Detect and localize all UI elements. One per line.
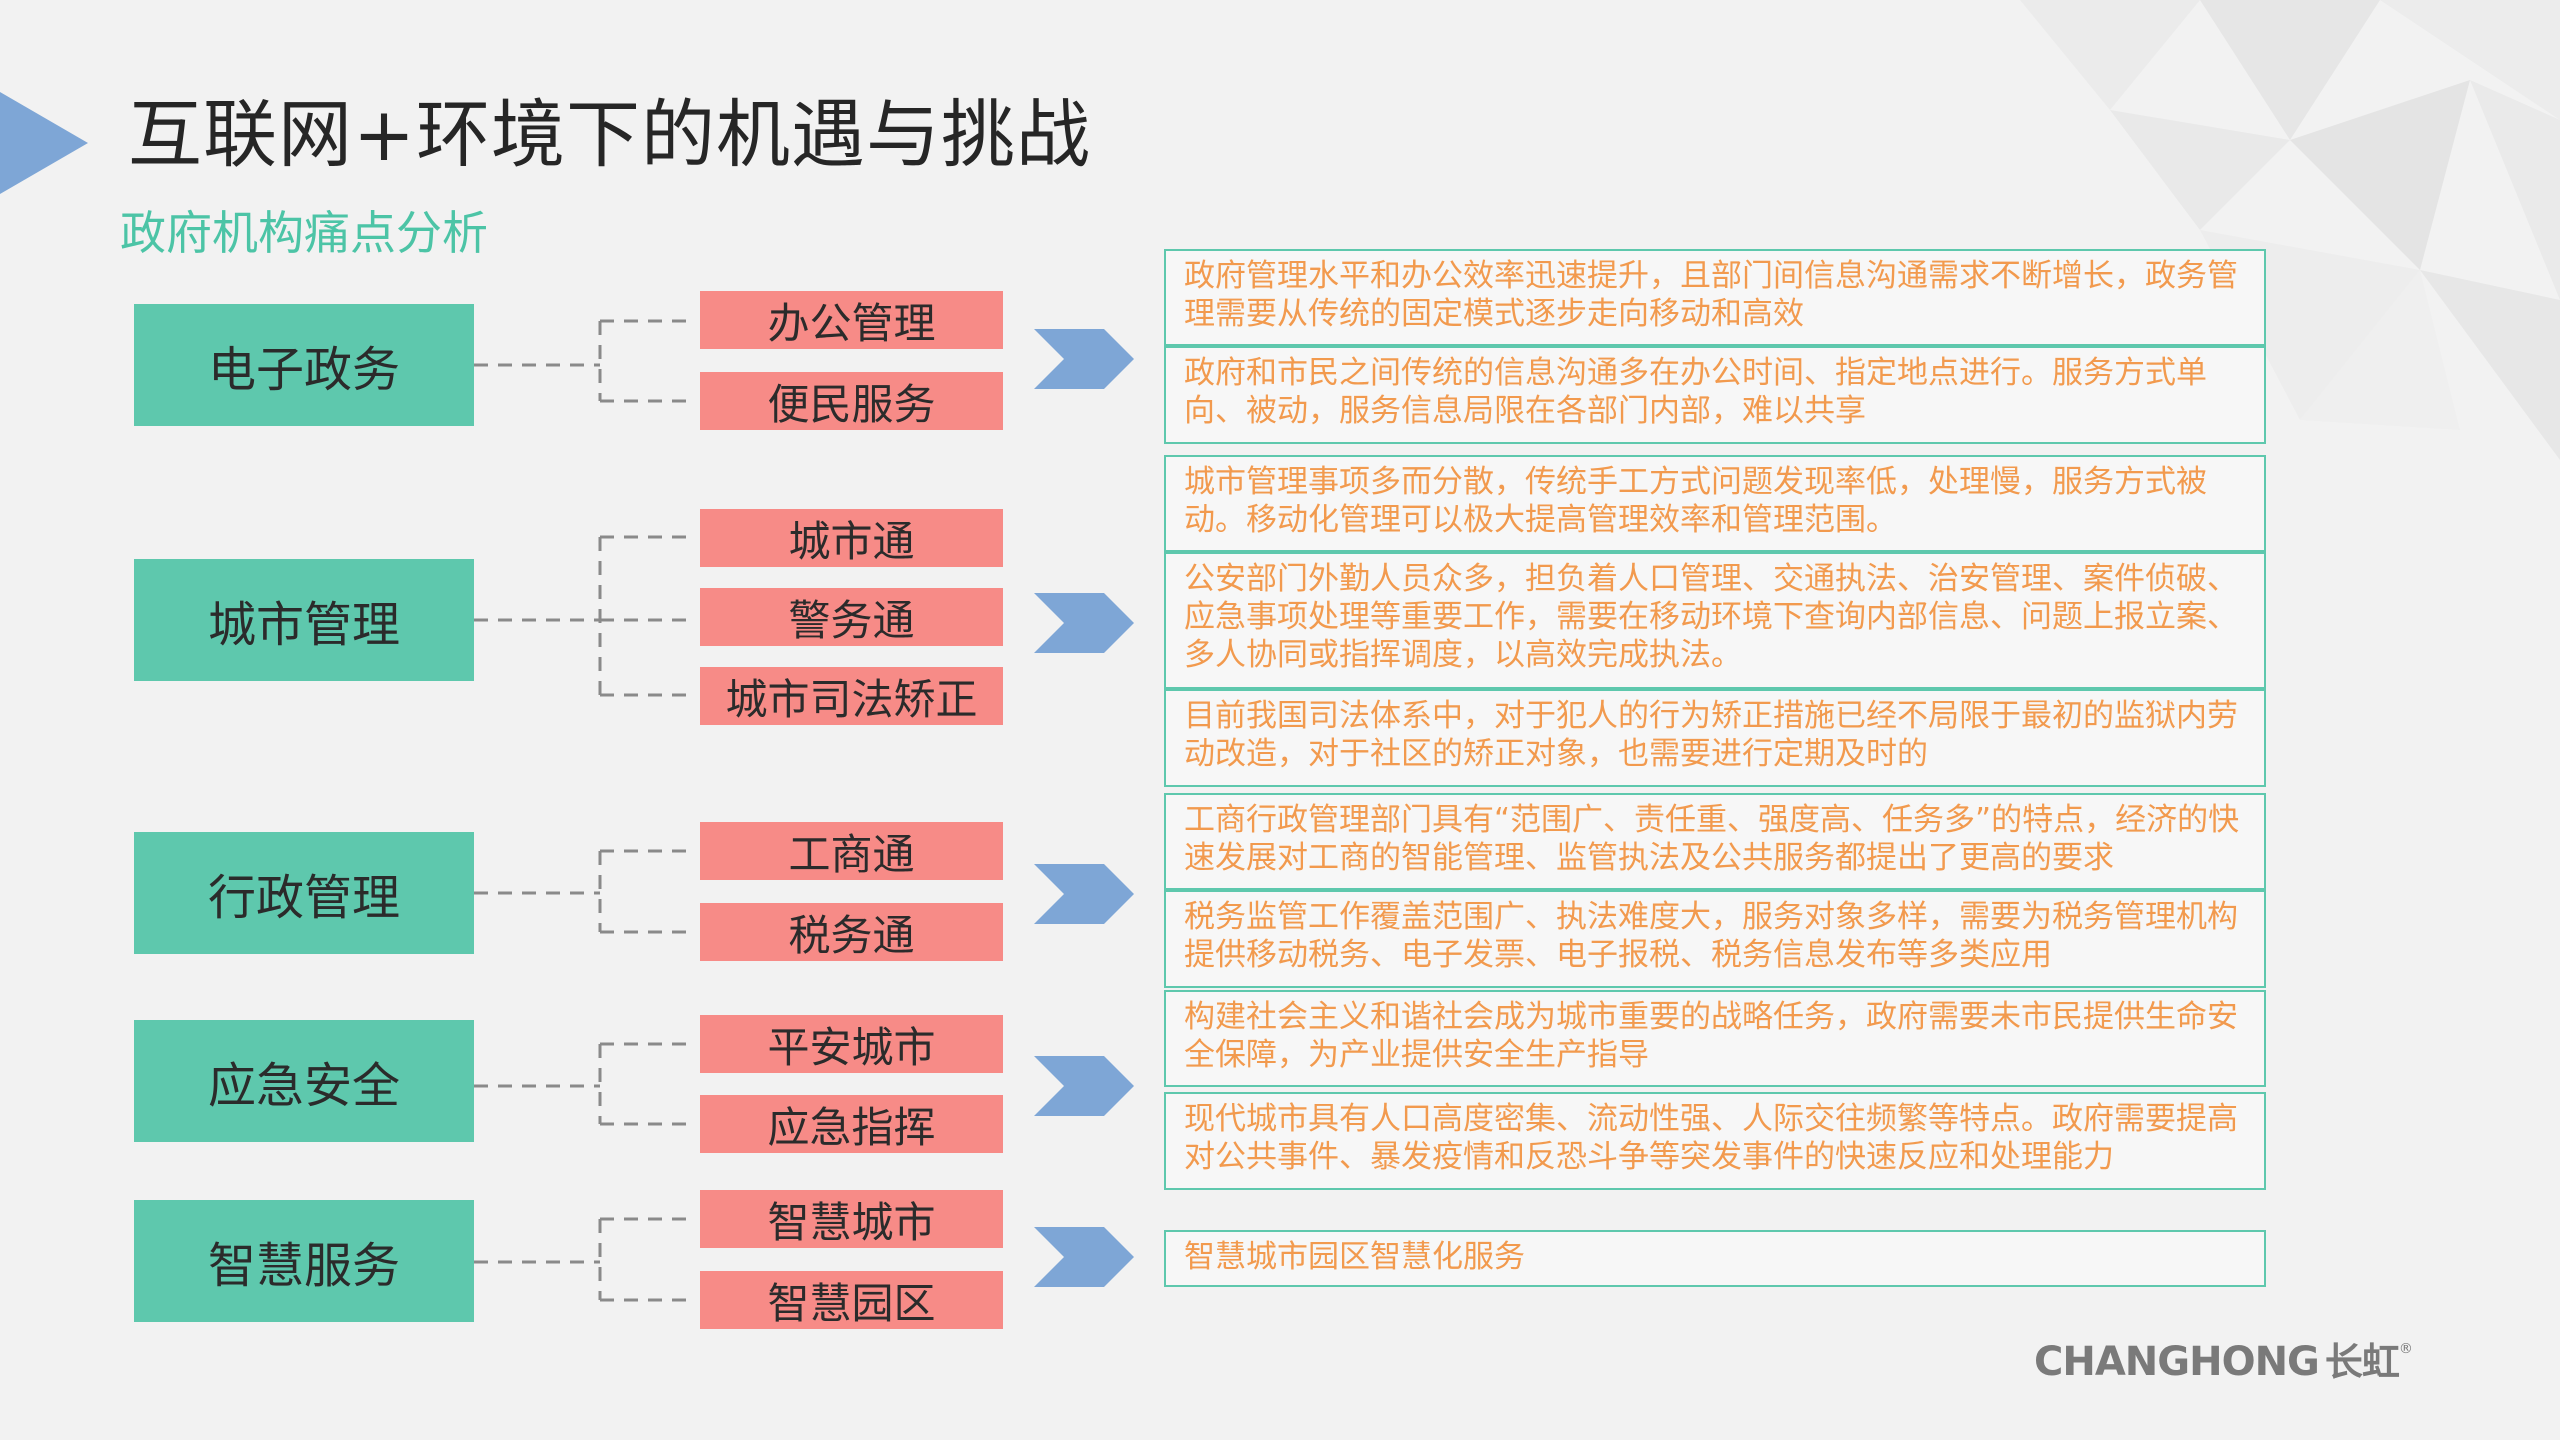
description-citizen-service: 政府和市民之间传统的信息沟通多在办公时间、指定地点进行。服务方式单向、被动，服务… [1164,346,2266,444]
category-city-management: 城市管理 [134,559,474,681]
logo-text-cn: 长虹 [2324,1340,2400,1384]
logo-text: CHANGHONG [2034,1339,2320,1385]
sub-item-city-tong: 城市通 [700,509,1003,567]
description-smart-services: 智慧城市园区智慧化服务 [1164,1230,2266,1287]
description-police-tong: 公安部门外勤人员众多，担负着人口管理、交通执法、治安管理、案件侦破、应急事项处理… [1164,552,2266,689]
sub-item-office-management: 办公管理 [700,291,1003,349]
registered-mark: ® [2398,1341,2413,1357]
sub-item-smart-city: 智慧城市 [700,1190,1003,1248]
title-marker-icon [0,92,88,194]
sub-item-safe-city: 平安城市 [700,1015,1003,1073]
description-judicial-correction: 目前我国司法体系中，对于犯人的行为矫正措施已经不局限于最初的监狱内劳动改造，对于… [1164,689,2266,787]
description-tax-tong: 税务监管工作覆盖范围广、执法难度大，服务对象多样，需要为税务管理机构提供移动税务… [1164,890,2266,988]
page-title: 互联网+环境下的机遇与挑战 [128,92,1092,178]
description-office-management: 政府管理水平和办公效率迅速提升，且部门间信息沟通需求不断增长，政务管理需要从传统… [1164,249,2266,346]
category-administration: 行政管理 [134,832,474,954]
sub-item-tax-tong: 税务通 [700,903,1003,961]
description-city-tong: 城市管理事项多而分散，传统手工方式问题发现率低，处理慢，服务方式被动。移动化管理… [1164,455,2266,552]
description-commerce-tong: 工商行政管理部门具有“范围广、责任重、强度高、任务多”的特点，经济的快速发展对工… [1164,793,2266,890]
description-emergency-response: 现代城市具有人口高度密集、流动性强、人际交往频繁等特点。政府需要提高对公共事件、… [1164,1092,2266,1190]
category-emergency-safety: 应急安全 [134,1020,474,1142]
description-emergency-safety: 构建社会主义和谐社会成为城市重要的战略任务，政府需要未市民提供生命安全保障，为产… [1164,990,2266,1087]
sub-item-citizen-service: 便民服务 [700,372,1003,430]
category-e-government: 电子政务 [134,304,474,426]
sub-item-emergency-command: 应急指挥 [700,1095,1003,1153]
sub-item-commerce-tong: 工商通 [700,822,1003,880]
category-smart-services: 智慧服务 [134,1200,474,1322]
sub-item-police-tong: 警务通 [700,588,1003,646]
page-subtitle: 政府机构痛点分析 [120,206,488,260]
sub-item-judicial-correction: 城市司法矫正 [700,667,1003,725]
sub-item-smart-park: 智慧园区 [700,1271,1003,1329]
